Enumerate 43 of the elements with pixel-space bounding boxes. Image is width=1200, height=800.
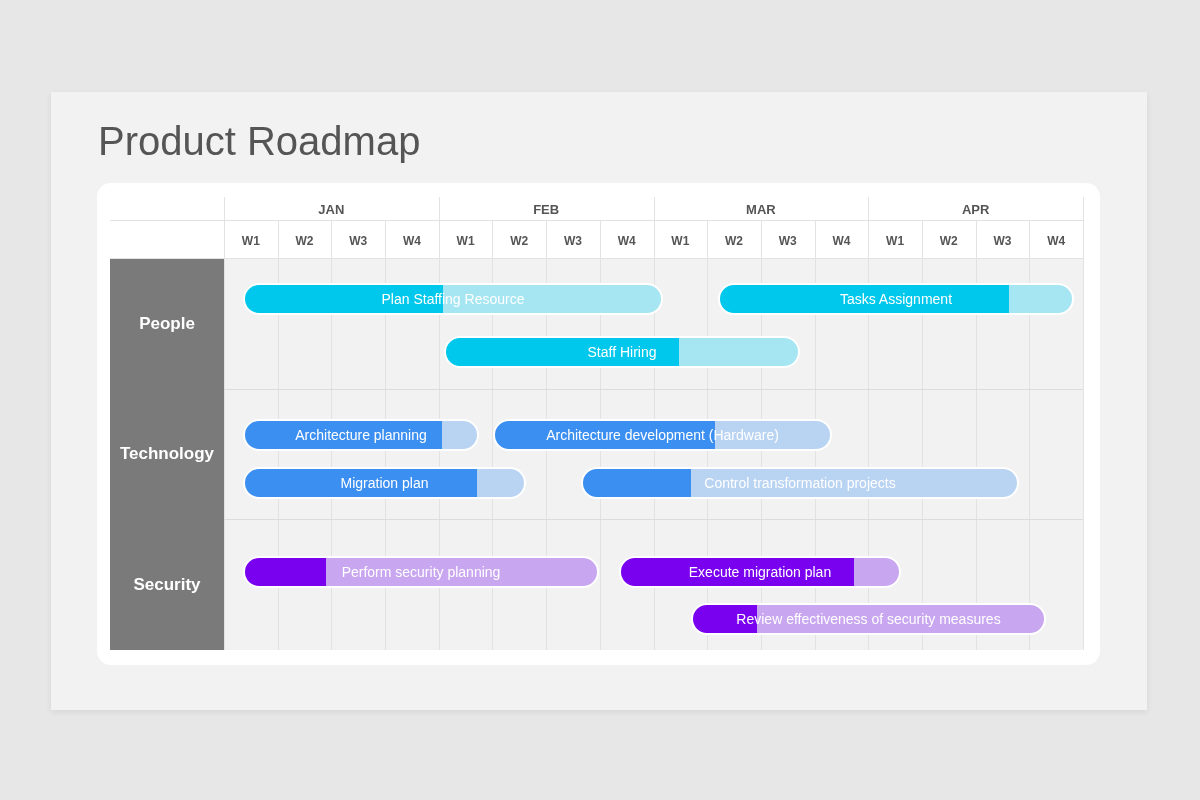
category-label: People xyxy=(139,314,195,334)
week-label: W4 xyxy=(401,233,422,249)
task-label: Architecture planning xyxy=(294,426,428,444)
week-label: W1 xyxy=(455,233,476,249)
category-label: Technology xyxy=(119,444,215,464)
category-label: Security xyxy=(133,574,201,595)
timeline-bar xyxy=(243,283,663,315)
month-label: FEB xyxy=(532,202,561,218)
week-label: W4 xyxy=(831,233,852,249)
timeline-bar xyxy=(619,556,901,588)
task-label: Control transformation projects xyxy=(703,474,897,492)
timeline-bar xyxy=(718,283,1074,315)
timeline-bar xyxy=(581,467,1019,499)
week-label: W2 xyxy=(509,233,530,249)
category-header xyxy=(110,519,224,650)
week-label: W4 xyxy=(1046,233,1067,249)
title: Product Roadmap xyxy=(98,118,421,164)
week-label: W2 xyxy=(938,233,959,249)
timeline-bar xyxy=(444,336,800,368)
week-label: W2 xyxy=(294,233,315,249)
month-label: MAR xyxy=(745,202,777,218)
week-label: W1 xyxy=(885,233,906,249)
task-label: Perform security planning xyxy=(340,563,502,581)
week-label: W3 xyxy=(992,233,1013,249)
category-header xyxy=(110,259,224,389)
month-label: APR xyxy=(960,202,991,218)
task-label: Staff Hiring xyxy=(586,343,658,361)
timeline-bar xyxy=(243,556,599,588)
week-label: W1 xyxy=(240,233,261,249)
timeline-bar xyxy=(243,467,526,499)
week-label: W1 xyxy=(670,233,691,249)
week-label: W3 xyxy=(348,233,369,249)
timeline-bar xyxy=(493,419,832,451)
task-label: Execute migration plan xyxy=(687,563,833,581)
week-label: W2 xyxy=(724,233,745,249)
task-label: Migration plan xyxy=(339,474,430,492)
timeline-bar xyxy=(243,419,479,451)
task-label: Tasks Assignment xyxy=(838,290,954,308)
month-label: JAN xyxy=(317,202,346,218)
timeline-bar xyxy=(691,603,1046,635)
week-label: W3 xyxy=(777,233,798,249)
week-label: W3 xyxy=(562,233,583,249)
week-label: W4 xyxy=(616,233,637,249)
